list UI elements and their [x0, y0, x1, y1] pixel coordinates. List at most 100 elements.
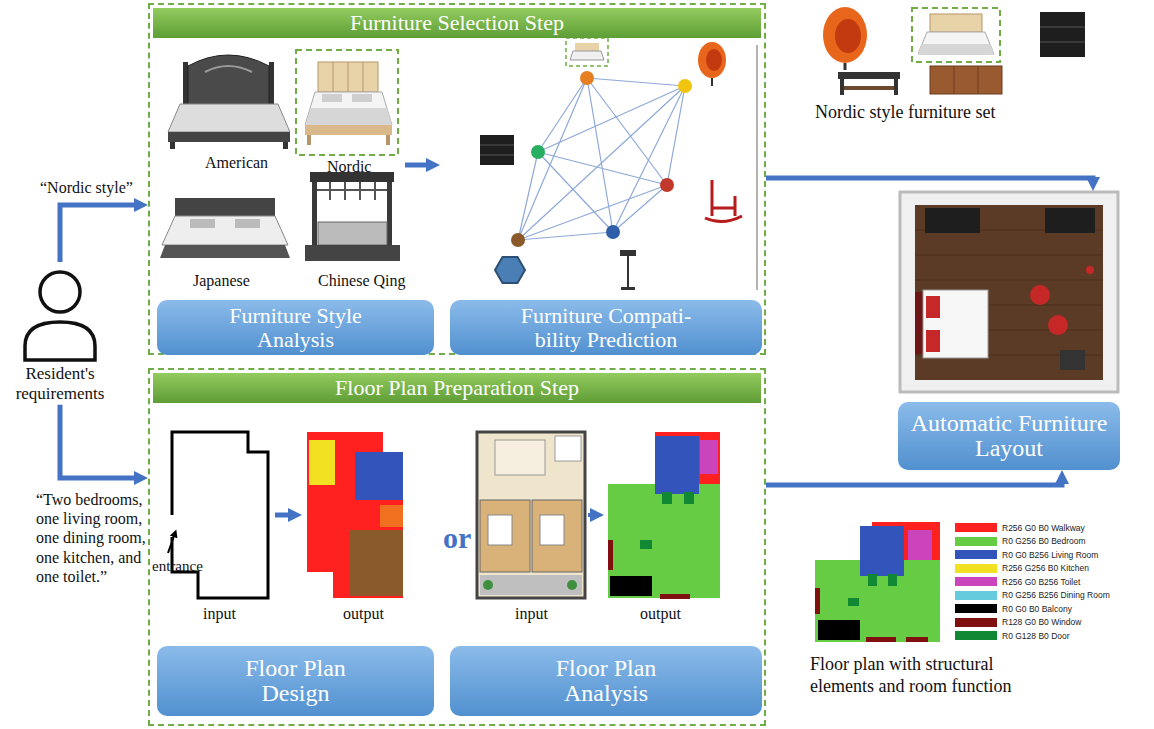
flow-arrow [275, 513, 290, 518]
figure-label: Japanese [193, 271, 250, 290]
room-render [915, 292, 923, 354]
compatibility-graph [580, 71, 594, 85]
legend-text: R0 G128 B0 Door [1002, 631, 1070, 641]
nordic-bed [296, 50, 398, 155]
nordic-bed [386, 135, 390, 145]
furniture-set [954, 66, 955, 94]
room-render [1060, 350, 1085, 370]
floor-plan-analysis-output [640, 540, 652, 549]
compatibility-graph [566, 38, 608, 66]
floor-plan-small [866, 637, 896, 642]
legend-text: R0 G0 B0 Balcony [1002, 604, 1072, 614]
compatibility-graph [705, 180, 742, 222]
compatibility-graph [756, 45, 758, 290]
compatibility-graph [678, 79, 692, 93]
legend-text: R0 G0 B256 Living Room [1002, 550, 1098, 560]
legend-swatch [955, 631, 997, 640]
furniture-set [823, 7, 867, 63]
legend-row: R256 G256 B0 Kitchen [955, 564, 1089, 573]
compatibility-graph [480, 135, 514, 165]
compatibility-graph [711, 78, 713, 86]
furniture-set [978, 66, 979, 94]
legend-swatch [955, 618, 997, 627]
floor-plan-analysis-input [488, 515, 512, 545]
step-heading: Floor Plan Preparation Step [153, 373, 761, 403]
floor-plan-small [888, 574, 897, 586]
furniture-set [844, 63, 847, 70]
nordic-bed [348, 62, 349, 92]
process-label: Furniture Style Analysis [208, 304, 383, 350]
floor-plan-analysis-output [608, 484, 720, 598]
legend-row: R0 G128 B0 Door [955, 631, 1070, 640]
legend-text: R256 G0 B0 Walkway [1002, 523, 1085, 533]
floor-plan-small [818, 620, 860, 640]
compatibility-graph [606, 225, 620, 239]
american-bed [170, 142, 175, 149]
compatibility-graph [575, 43, 599, 51]
nordic-bed [305, 92, 392, 125]
output-box: Automatic Furniture Layout [898, 190, 1120, 470]
legend-swatch [955, 550, 997, 559]
japanese-bed [160, 198, 290, 258]
compatibility-graph [518, 78, 685, 240]
compatibility-graph [480, 38, 757, 290]
legend-row: R0 G0 B0 Balcony [955, 604, 1072, 613]
room-render [923, 290, 988, 358]
room-render [926, 330, 940, 352]
furniture-set [1040, 27, 1085, 28]
furniture-set [835, 19, 861, 53]
floor-plan-design-output [350, 530, 403, 596]
furniture-set [894, 79, 898, 95]
american-bed [183, 62, 188, 110]
requirement-quote: “Two bedrooms, one living room, one dini… [36, 490, 146, 586]
floor-plan-analysis-input [540, 515, 564, 545]
figure-label: Nordic style furniture set [815, 102, 995, 124]
compatibility-graph [531, 145, 545, 159]
furniture-set [840, 79, 844, 95]
japanese-bed [162, 216, 288, 245]
process-box: Floor Plan Design [157, 646, 434, 716]
floor-plan-analysis-output [608, 432, 720, 599]
american-bed [188, 55, 269, 106]
floor-plan-analysis-output [684, 492, 694, 504]
floor-plan-analysis-output [660, 594, 690, 599]
american-bed [168, 132, 290, 142]
nordic-bed [322, 94, 342, 102]
floor-plan-analysis-output [608, 540, 613, 570]
compatibility-graph [660, 178, 674, 192]
flow-arrow [60, 405, 136, 478]
floor-plan-analysis-output [700, 440, 718, 474]
nordic-bed [305, 108, 392, 125]
room-render [1086, 266, 1094, 274]
furniture-set [1040, 42, 1085, 43]
compatibility-graph [570, 51, 604, 60]
compatibility-graph [706, 49, 722, 71]
floor-plan-small [815, 522, 940, 642]
american-bed [283, 142, 288, 149]
process-box: Floor Plan Analysis [450, 646, 762, 716]
nordic-bed [305, 125, 392, 135]
chinese-qing-bed [305, 172, 400, 261]
legend-row: R256 G0 B256 Toilet [955, 577, 1080, 586]
process-box: Furniture Compati- bility Prediction [450, 300, 762, 355]
japanese-bed [190, 219, 215, 228]
legend-row: R0 G256 B256 Dining Room [955, 591, 1110, 600]
figure-label: American [205, 153, 268, 172]
furniture-set [930, 14, 982, 32]
legend-text: R0 G256 B256 Dining Room [1002, 590, 1110, 600]
japanese-bed [160, 245, 290, 258]
caption-text: Floor plan with structural elements and … [810, 654, 1060, 697]
flow-arrow [766, 482, 1062, 485]
floor-plan-design-output [380, 505, 403, 527]
furniture-set [918, 44, 994, 54]
floor-plan-small [815, 588, 820, 614]
legend-swatch [955, 577, 997, 586]
furniture-set [1040, 12, 1085, 57]
room-render [1048, 315, 1068, 335]
figure-label: output [343, 604, 384, 623]
american-bed [269, 62, 274, 110]
person-icon [25, 322, 95, 360]
process-box: Furniture Style Analysis [157, 300, 434, 355]
floor-plan-design-input [168, 536, 174, 553]
